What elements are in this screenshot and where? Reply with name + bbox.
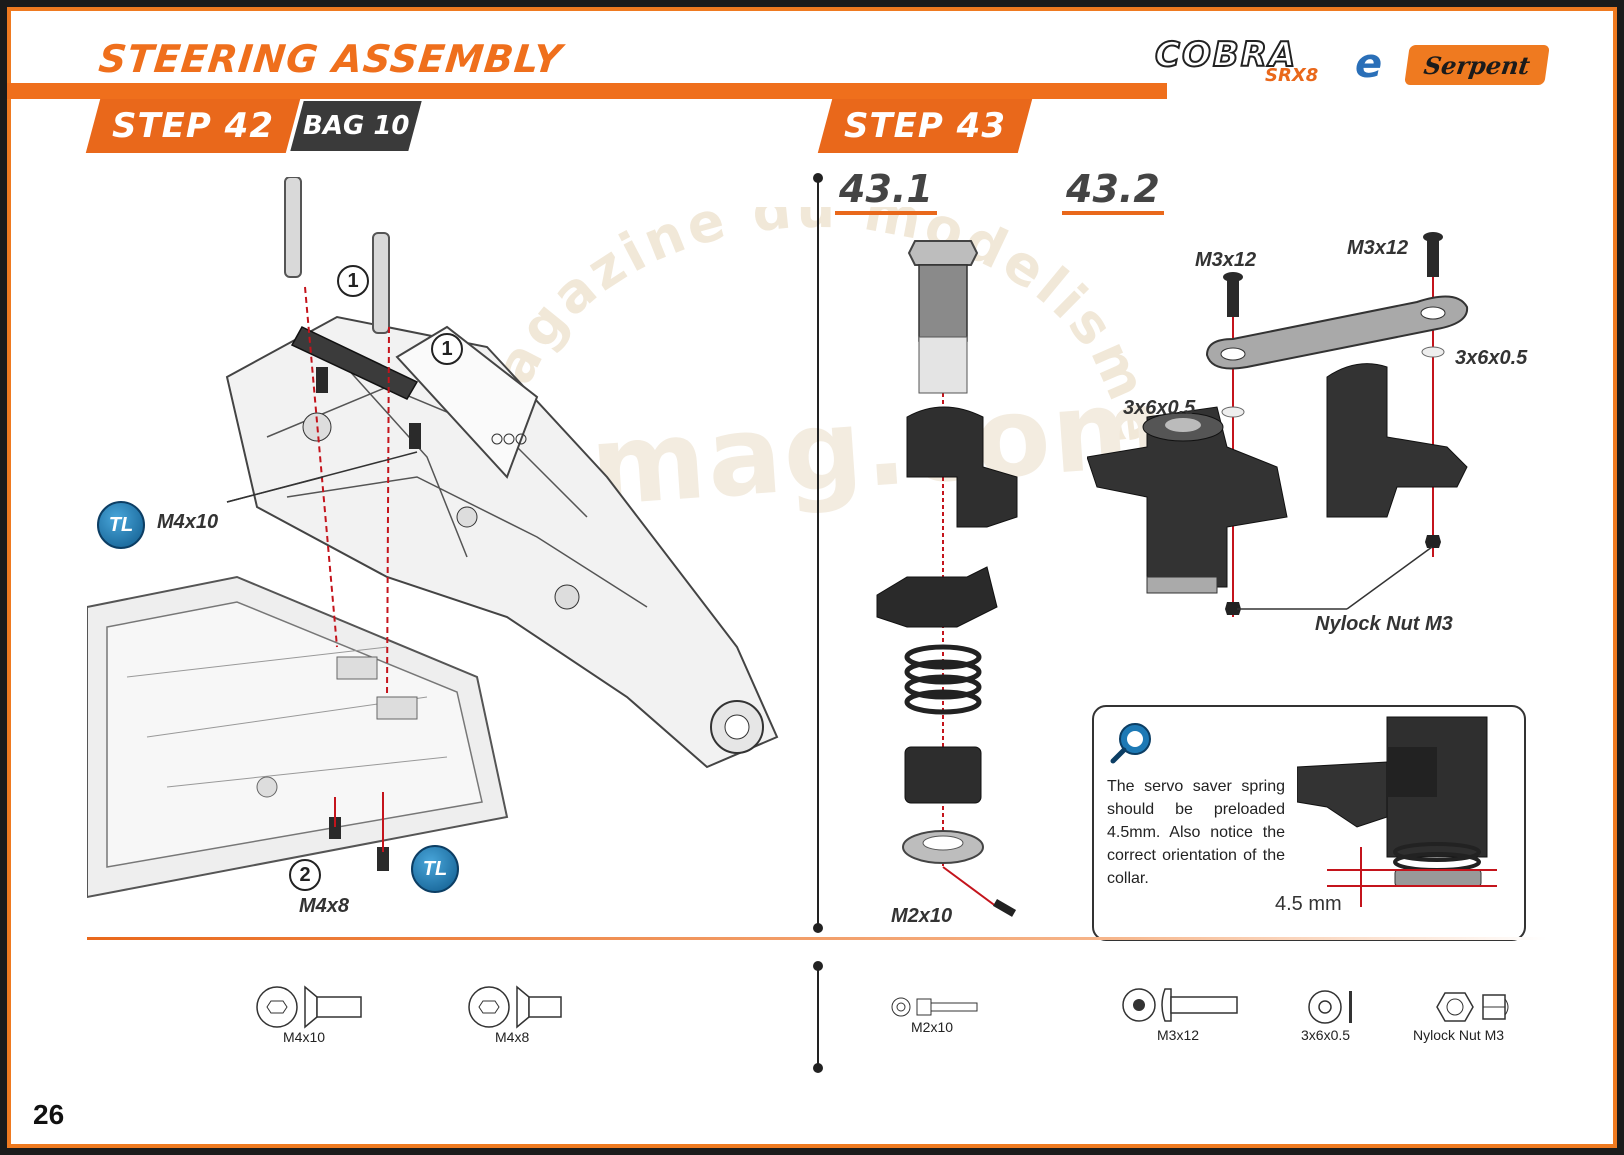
spring-preload-diagram <box>1297 716 1497 907</box>
label-m4x10: M4x10 <box>157 511 219 533</box>
logo-model: COBRA <box>1154 34 1298 76</box>
washer-icon <box>1308 990 1352 1024</box>
logo-model-sub: SRX8 <box>1265 65 1319 86</box>
step42-label-text: STEP 42 <box>112 106 274 146</box>
label-m4x8: M4x8 <box>299 895 350 917</box>
label-m3x12-right: M3x12 <box>1347 237 1409 259</box>
step43-label: STEP 43 <box>817 99 1033 153</box>
vertical-divider <box>817 179 819 927</box>
legend-nylock-nut: Nylock Nut M3 <box>1413 1027 1505 1043</box>
legend-washer: 3x6x0.5 <box>1301 1027 1351 1043</box>
label-washer-left: 3x6x0.5 <box>1123 397 1196 419</box>
vertical-divider-lower <box>817 967 819 1067</box>
preload-dimension: 4.5 mm <box>1275 893 1342 915</box>
legend-m2x10: M2x10 <box>911 1019 954 1035</box>
legend-m3x12: M3x12 <box>1157 1027 1200 1043</box>
serpent-logo-text: Serpent <box>1422 50 1532 80</box>
step42-label: STEP 42 <box>85 99 301 153</box>
divider-dot <box>813 923 823 933</box>
legend-m4x8: M4x8 <box>495 1029 530 1045</box>
substep-43-2: 43.2 <box>1062 167 1164 215</box>
threadlock-icon: TL <box>411 845 459 893</box>
screw-m2x10-icon <box>891 997 978 1017</box>
divider-dot <box>813 1063 823 1073</box>
parts-divider <box>87 937 1547 940</box>
servo-saver-exploded <box>876 240 1018 917</box>
divider-dot <box>813 173 823 183</box>
substep-43-1: 43.1 <box>835 167 937 215</box>
threadlock-icon: TL <box>97 501 145 549</box>
screw-m4x8-icon <box>468 985 562 1029</box>
label-m3x12-left: M3x12 <box>1195 249 1257 271</box>
label-m2x10: M2x10 <box>891 905 953 927</box>
label-nylock-nut: Nylock Nut M3 <box>1315 613 1453 635</box>
chassis-drawing <box>87 177 779 899</box>
callout-number: 1 <box>337 265 369 297</box>
screw-m4x10-icon <box>256 985 362 1029</box>
page-number: 26 <box>33 1099 65 1130</box>
watermark-arc: magazine du modelisme <box>465 207 1157 449</box>
header-bar <box>7 83 1167 99</box>
label-washer-right: 3x6x0.5 <box>1455 347 1528 369</box>
cobra-logo: COBRA SRX8 e <box>1154 34 1395 91</box>
serpent-logo: Serpent <box>1404 45 1550 85</box>
step43-label-text: STEP 43 <box>844 106 1006 146</box>
steering-arms-drawing <box>1087 232 1469 617</box>
bag-label-text: BAG 10 <box>302 111 410 141</box>
logo-model-suffix: e <box>1355 41 1383 87</box>
legend-m4x10: M4x10 <box>283 1029 326 1045</box>
screw-m3x12-icon <box>1122 988 1238 1022</box>
page-title: STEERING ASSEMBLY <box>96 37 565 81</box>
note-text: The servo saver spring should be preload… <box>1107 778 1285 887</box>
divider-dot <box>813 961 823 971</box>
callout-number: 2 <box>289 859 321 891</box>
nylock-nut-icon <box>1436 992 1509 1022</box>
magnifier-icon <box>1109 719 1155 765</box>
bag-label: BAG 10 <box>290 101 422 151</box>
callout-number: 1 <box>431 333 463 365</box>
